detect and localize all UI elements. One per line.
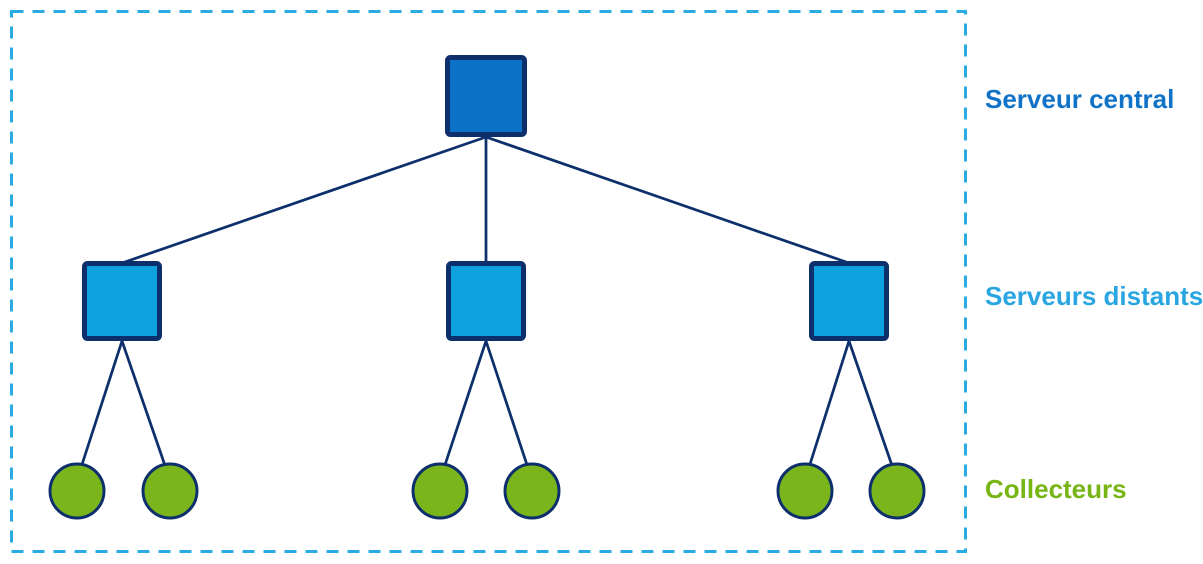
link-remote2-collector1 bbox=[438, 340, 488, 481]
collector-node-1 bbox=[48, 462, 106, 520]
link-remote3-collector2 bbox=[847, 340, 899, 481]
link-remote3-collector1 bbox=[803, 340, 851, 481]
remote-server-node-3 bbox=[809, 261, 889, 341]
link-central-remote-3 bbox=[485, 135, 850, 265]
link-central-remote-1 bbox=[121, 135, 487, 265]
collector-node-2 bbox=[141, 462, 199, 520]
remote-server-node-2 bbox=[446, 261, 526, 341]
link-remote1-collector2 bbox=[120, 340, 172, 481]
label-collectors: Collecteurs bbox=[985, 474, 1127, 504]
collector-node-4 bbox=[503, 462, 561, 520]
link-remote2-collector2 bbox=[484, 340, 534, 481]
collector-node-3 bbox=[411, 462, 469, 520]
central-server-node bbox=[445, 55, 527, 137]
label-central-server: Serveur central bbox=[985, 84, 1174, 114]
link-remote1-collector1 bbox=[75, 340, 124, 481]
remote-server-node-1 bbox=[82, 261, 162, 341]
label-remote-servers: Serveurs distants bbox=[985, 281, 1203, 311]
diagram-frame bbox=[10, 10, 967, 553]
collector-node-5 bbox=[776, 462, 834, 520]
collector-node-6 bbox=[868, 462, 926, 520]
